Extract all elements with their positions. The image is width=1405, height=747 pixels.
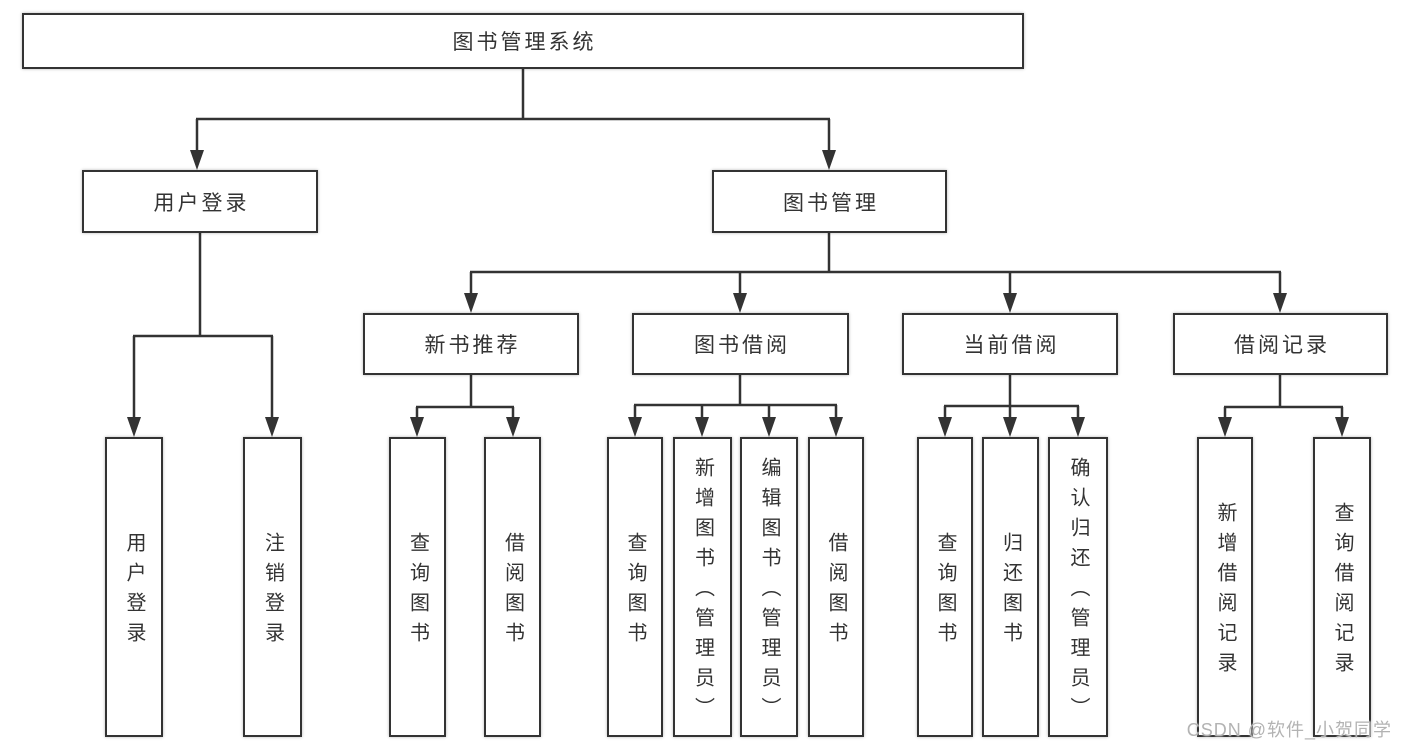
node-label: 查询图书 <box>406 532 429 652</box>
node-label: 查询借阅记录 <box>1331 502 1353 682</box>
node-user-login: 用户登录 <box>82 170 318 233</box>
node-book-management: 图书管理 <box>712 170 947 233</box>
leaf-confirm-return-admin: 确认归还（管理员） <box>1048 437 1108 737</box>
leaf-add-borrow-record: 新增借阅记录 <box>1197 437 1253 737</box>
node-label: 新增借阅记录 <box>1214 502 1236 682</box>
csdn-watermark: CSDN @软件_小贺同学 <box>1186 720 1392 740</box>
node-label: 当前借阅 <box>963 334 1060 357</box>
leaf-borrow-books-recommendation: 借阅图书 <box>484 437 541 737</box>
arrowheads <box>127 150 1349 437</box>
node-label: 查询图书 <box>624 532 646 652</box>
node-label: 确认归还（管理员） <box>1067 457 1089 727</box>
leaf-borrow-books-borrowing: 借阅图书 <box>808 437 864 737</box>
node-book-management-system: 图书管理系统 <box>22 13 1024 69</box>
node-label: 用户登录 <box>153 191 250 215</box>
node-book-borrowing: 图书借阅 <box>632 313 849 375</box>
node-label: 图书管理系统 <box>452 31 597 54</box>
node-label: 查询图书 <box>934 532 956 652</box>
node-current-borrowing: 当前借阅 <box>902 313 1118 375</box>
leaf-query-books-borrowing: 查询图书 <box>607 437 663 737</box>
node-label: 借阅图书 <box>501 532 524 652</box>
node-label: 新书推荐 <box>424 334 521 357</box>
leaf-return-books: 归还图书 <box>982 437 1039 737</box>
node-new-book-recommendation: 新书推荐 <box>363 313 579 375</box>
node-label: 借阅记录 <box>1234 334 1330 357</box>
leaf-edit-book-admin: 编辑图书（管理员） <box>740 437 798 737</box>
leaf-query-borrow-record: 查询借阅记录 <box>1313 437 1371 737</box>
node-label: 用户登录 <box>123 532 145 652</box>
node-label: 图书借阅 <box>694 334 790 357</box>
leaf-add-book-admin: 新增图书（管理员） <box>673 437 732 737</box>
node-label: 图书管理 <box>783 191 879 215</box>
node-borrowing-records: 借阅记录 <box>1173 313 1388 375</box>
leaf-query-books-current: 查询图书 <box>917 437 973 737</box>
node-label: 注销登录 <box>261 532 284 652</box>
node-label: 借阅图书 <box>825 532 847 652</box>
node-label: 编辑图书（管理员） <box>758 457 780 727</box>
leaf-query-books-recommendation: 查询图书 <box>389 437 446 737</box>
node-label: 归还图书 <box>999 532 1022 652</box>
leaf-user-login: 用户登录 <box>105 437 163 737</box>
node-label: 新增图书（管理员） <box>691 457 714 727</box>
leaf-logout: 注销登录 <box>243 437 302 737</box>
